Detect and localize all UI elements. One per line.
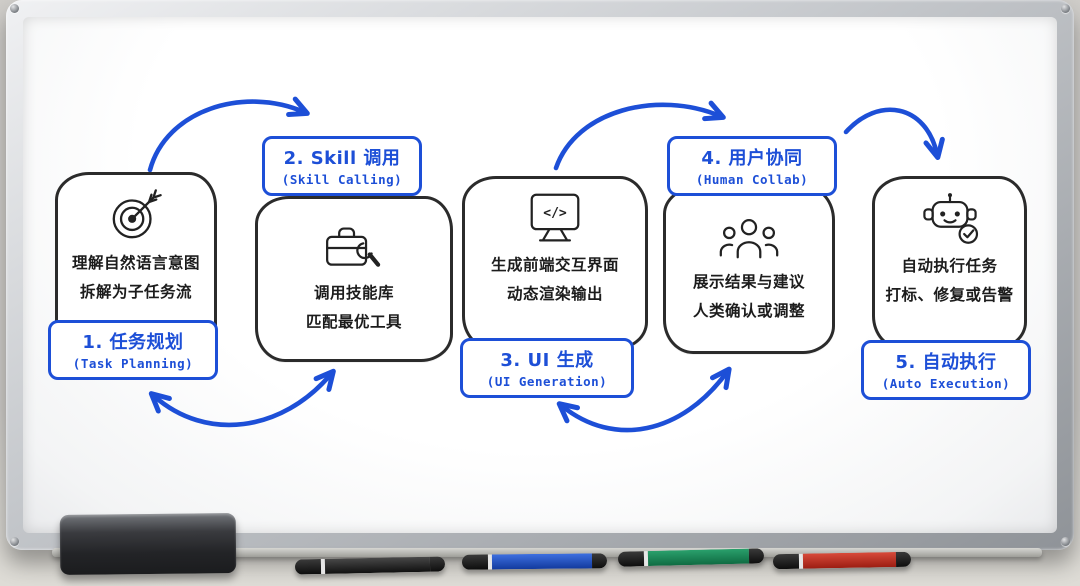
marker-tip: [591, 553, 608, 569]
step-box-skill-calling: 调用技能库 匹配最优工具: [255, 196, 453, 362]
step-label-task-planning: 1. 任务规划 (Task Planning): [48, 320, 218, 380]
people-group-icon: [718, 215, 780, 266]
step-label-ui-generation: 3. UI 生成 (UI Generation): [460, 338, 634, 398]
step-text: 人类确认或调整: [692, 301, 805, 320]
step-box-human-collab: 展示结果与建议 人类确认或调整: [663, 186, 835, 354]
marker-body: [647, 548, 750, 567]
target-icon: [106, 187, 166, 247]
frame-screw: [1061, 537, 1070, 546]
red-marker: [772, 551, 912, 570]
step-box-auto-execution: 自动执行任务 打标、修复或告警: [872, 176, 1027, 350]
step-text: 自动执行任务: [901, 257, 998, 275]
marker-body: [802, 552, 897, 569]
step-text: 生成前端交互界面: [490, 256, 619, 274]
step-text: 动态渲染输出: [506, 284, 603, 303]
frame-screw: [1061, 4, 1070, 13]
step-text: 调用技能库: [313, 284, 394, 302]
code-monitor-icon: </>: [525, 191, 585, 249]
marker-body: [491, 553, 593, 570]
marker-body: [324, 556, 431, 574]
toolbox-wrench-icon: [323, 223, 385, 277]
step-label-subtitle: (Skill Calling): [281, 172, 403, 187]
step-text: 拆解为子任务流: [79, 282, 192, 301]
marker-cap: [294, 559, 322, 575]
step-label-human-collab: 4. 用户协同 (Human Collab): [667, 136, 837, 196]
step-label-title: 4. 用户协同: [701, 148, 803, 169]
robot-check-icon: [918, 191, 982, 250]
code-glyph: </>: [543, 206, 567, 221]
arrow-2-to-1-cycle: [148, 368, 336, 428]
marker-cap: [772, 553, 800, 570]
step-label-subtitle: (Auto Execution): [881, 376, 1011, 391]
step-label-title: 1. 任务规划: [82, 332, 184, 353]
step-label-subtitle: (Human Collab): [695, 172, 809, 187]
arrow-4-to-5: [843, 107, 945, 161]
marker-tray: [52, 548, 1042, 557]
step-text: 展示结果与建议: [692, 273, 805, 291]
frame-screw: [10, 4, 19, 13]
step-label-skill-calling: 2. Skill 调用 (Skill Calling): [262, 136, 422, 196]
step-label-auto-execution: 5. 自动执行 (Auto Execution): [861, 340, 1031, 400]
marker-cap: [617, 551, 645, 567]
step-text: 理解自然语言意图: [71, 254, 200, 272]
marker-cap: [461, 554, 489, 570]
blue-marker: [461, 553, 608, 570]
step-box-ui-generation: </> 生成前端交互界面 动态渲染输出: [462, 176, 648, 350]
whiteboard-eraser: [59, 513, 237, 575]
frame-screw: [10, 537, 19, 546]
step-label-title: 5. 自动执行: [895, 352, 997, 373]
step-label-subtitle: (Task Planning): [72, 356, 194, 371]
step-text: 打标、修复或告警: [885, 285, 1014, 304]
step-label-title: 3. UI 生成: [500, 350, 594, 371]
step-text: 匹配最优工具: [305, 312, 402, 331]
step-label-subtitle: (UI Generation): [486, 374, 608, 389]
step-label-title: 2. Skill 调用: [283, 148, 401, 169]
black-marker: [294, 556, 446, 575]
